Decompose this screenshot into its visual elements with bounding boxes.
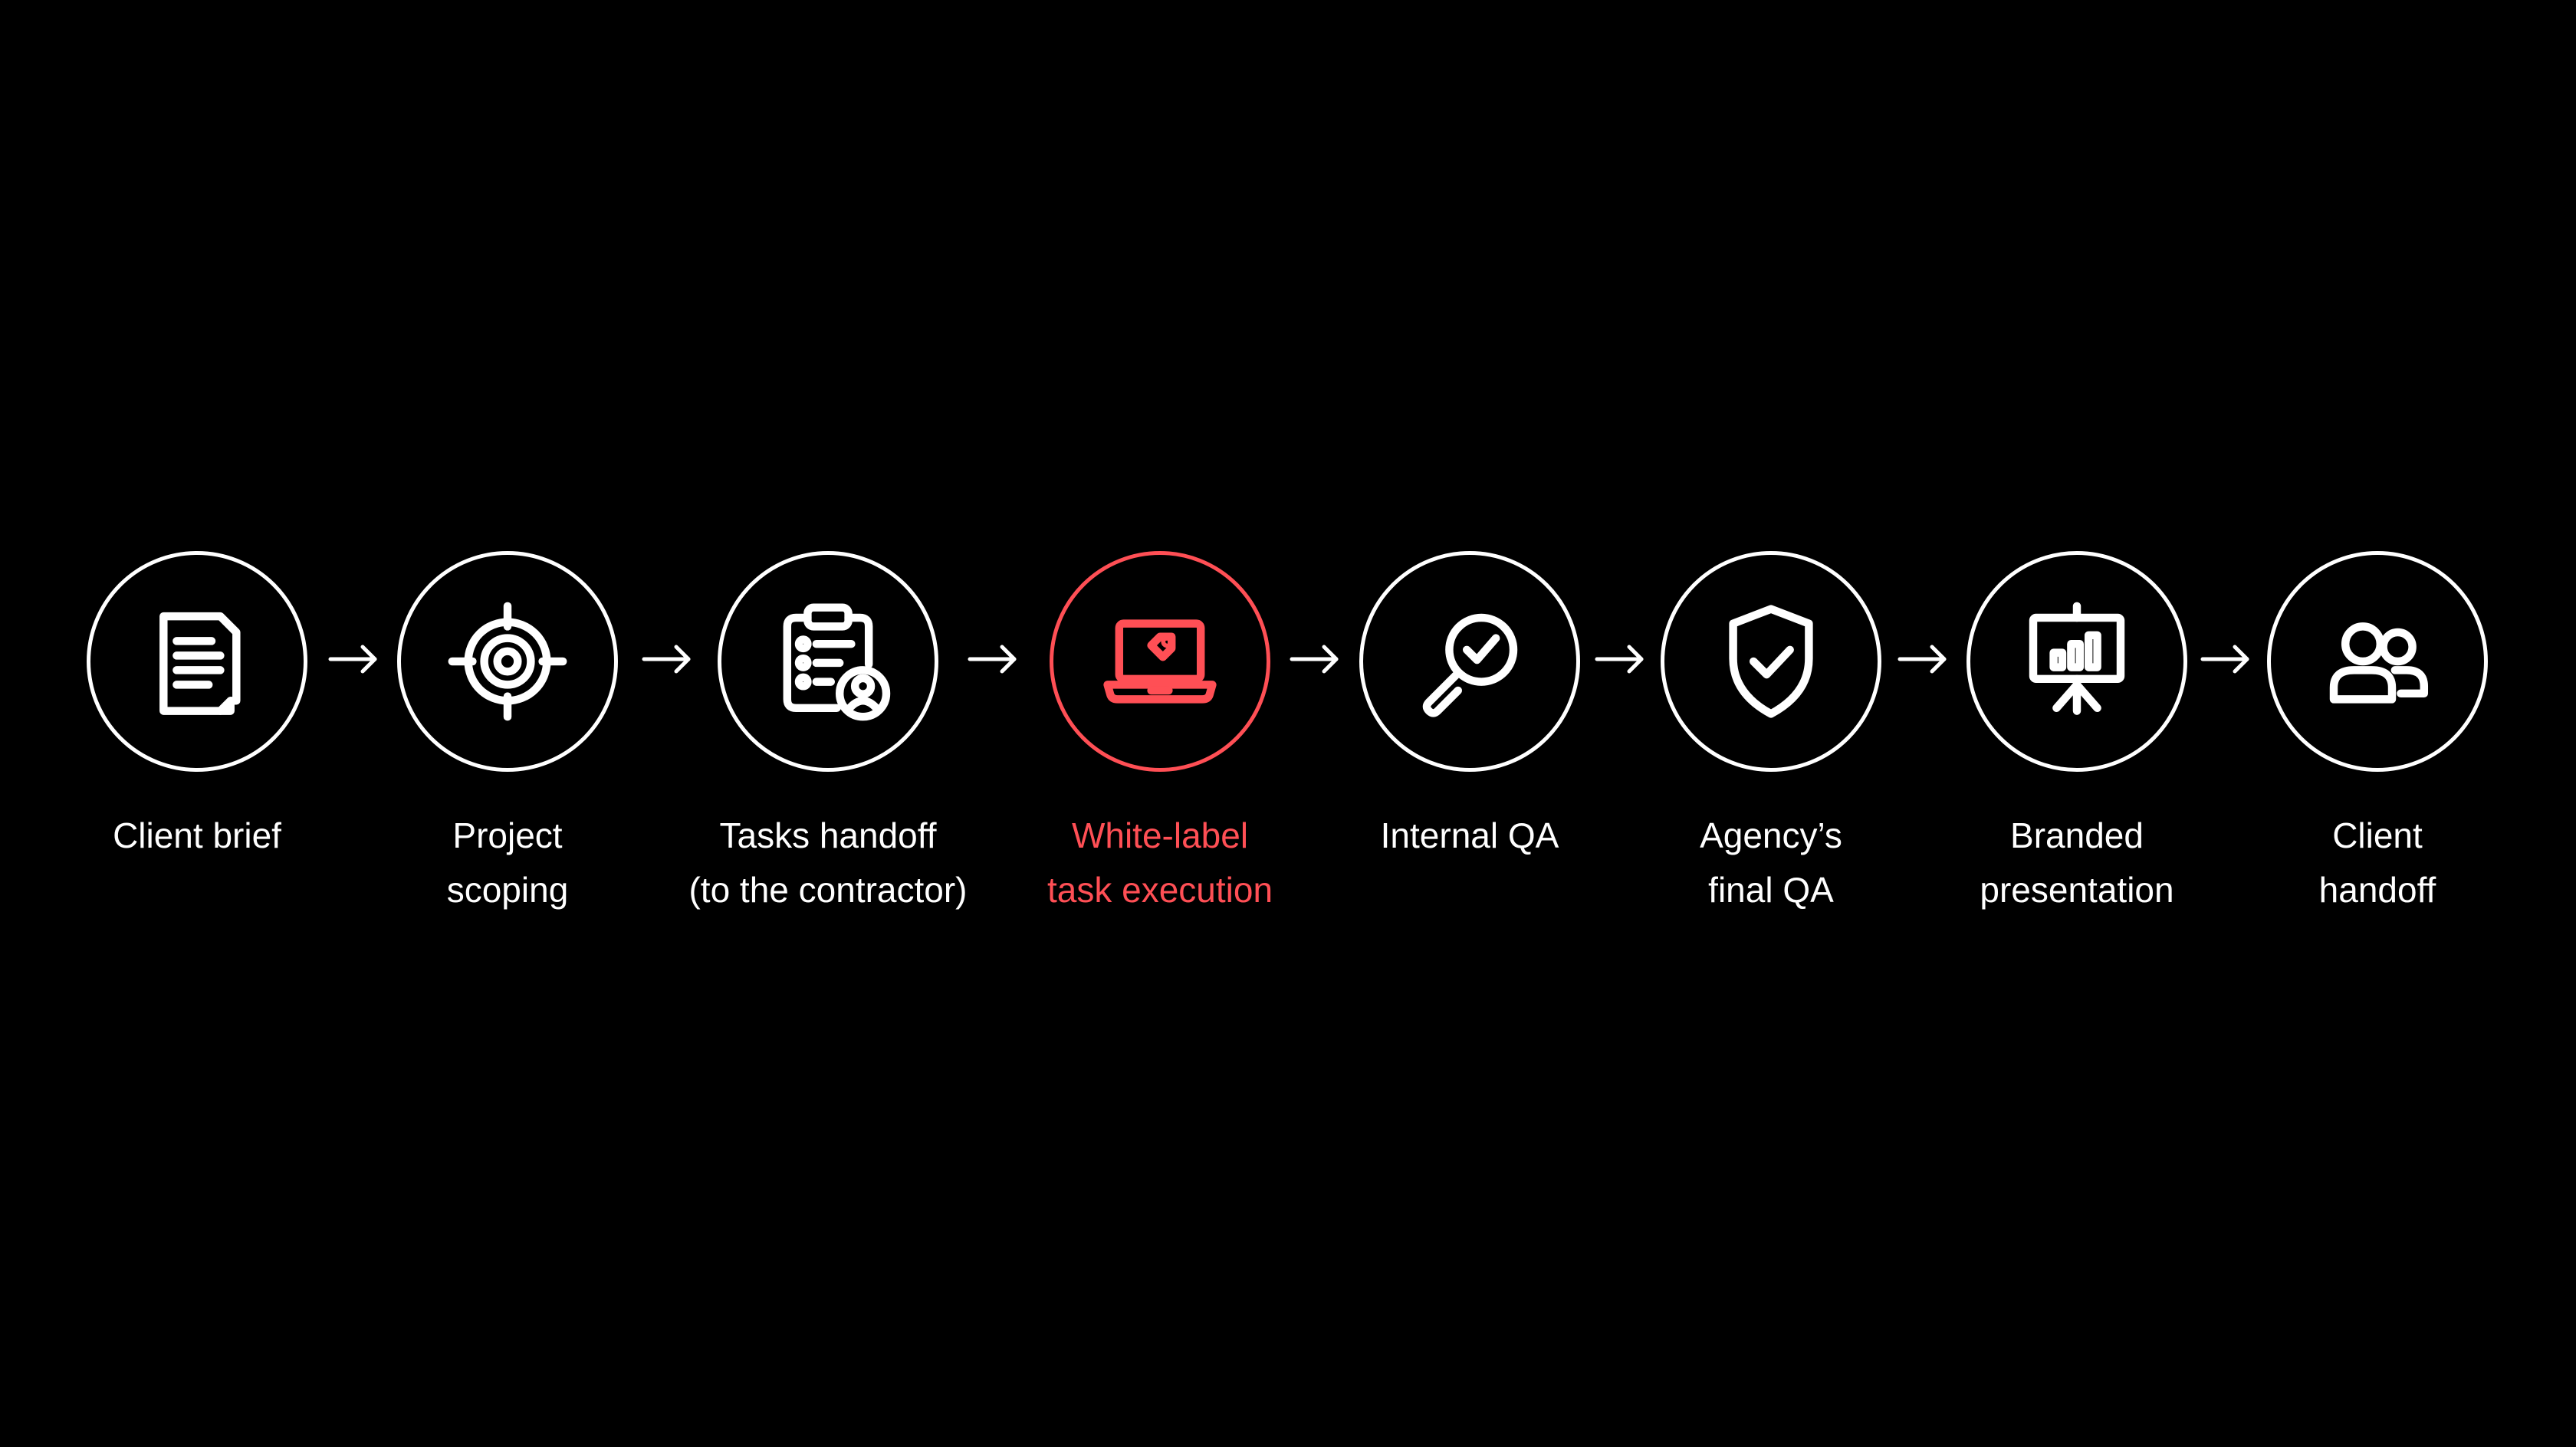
step-label: White-label task execution [1046,815,1273,910]
arrow-right-icon [965,636,1020,682]
step-circle [87,551,307,772]
step-internal-qa: Internal QA [1278,551,1661,863]
arrow-right-icon [1895,636,1950,682]
step-client-brief: Client brief [5,551,389,863]
step-label: Agency’s final QA [1700,815,1842,910]
step-circle [1661,551,1881,772]
step-circle [718,551,938,772]
step-circle [1967,551,2187,772]
arrow-right-icon [326,636,381,682]
step-label: Client handoff [2318,815,2436,910]
clipboard-user-icon [783,603,891,721]
step-branded-presentation: Branded presentation [1885,551,2269,917]
step-label: Branded presentation [1980,815,2174,910]
magnifier-check-icon [1422,613,1518,717]
step-circle [2267,551,2488,772]
laptop-tag-icon [1103,619,1217,704]
document-icon [159,612,241,715]
step-white-label-task-execution: White-label task execution [968,551,1352,917]
step-label: Internal QA [1380,815,1559,855]
step-project-scoping: Project scoping [316,551,699,917]
step-agency-final-qa: Agency’s final QA [1579,551,1963,917]
target-icon [448,602,567,721]
step-circle [1359,551,1580,772]
step-circle [1050,551,1270,772]
users-icon [2329,622,2429,704]
shield-check-icon [1729,605,1813,718]
step-circle [397,551,618,772]
step-client-handoff: Client handoff [2186,551,2569,917]
step-label: Client brief [113,815,281,855]
arrow-right-icon [639,636,695,682]
step-tasks-handoff: Tasks handoff (to the contractor) [636,551,1020,917]
arrow-right-icon [2198,636,2253,682]
step-label: Project scoping [446,815,569,910]
arrow-right-icon [1287,636,1342,682]
arrow-right-icon [1592,636,1648,682]
presentation-board-icon [2029,602,2125,715]
step-label: Tasks handoff (to the contractor) [688,815,968,910]
